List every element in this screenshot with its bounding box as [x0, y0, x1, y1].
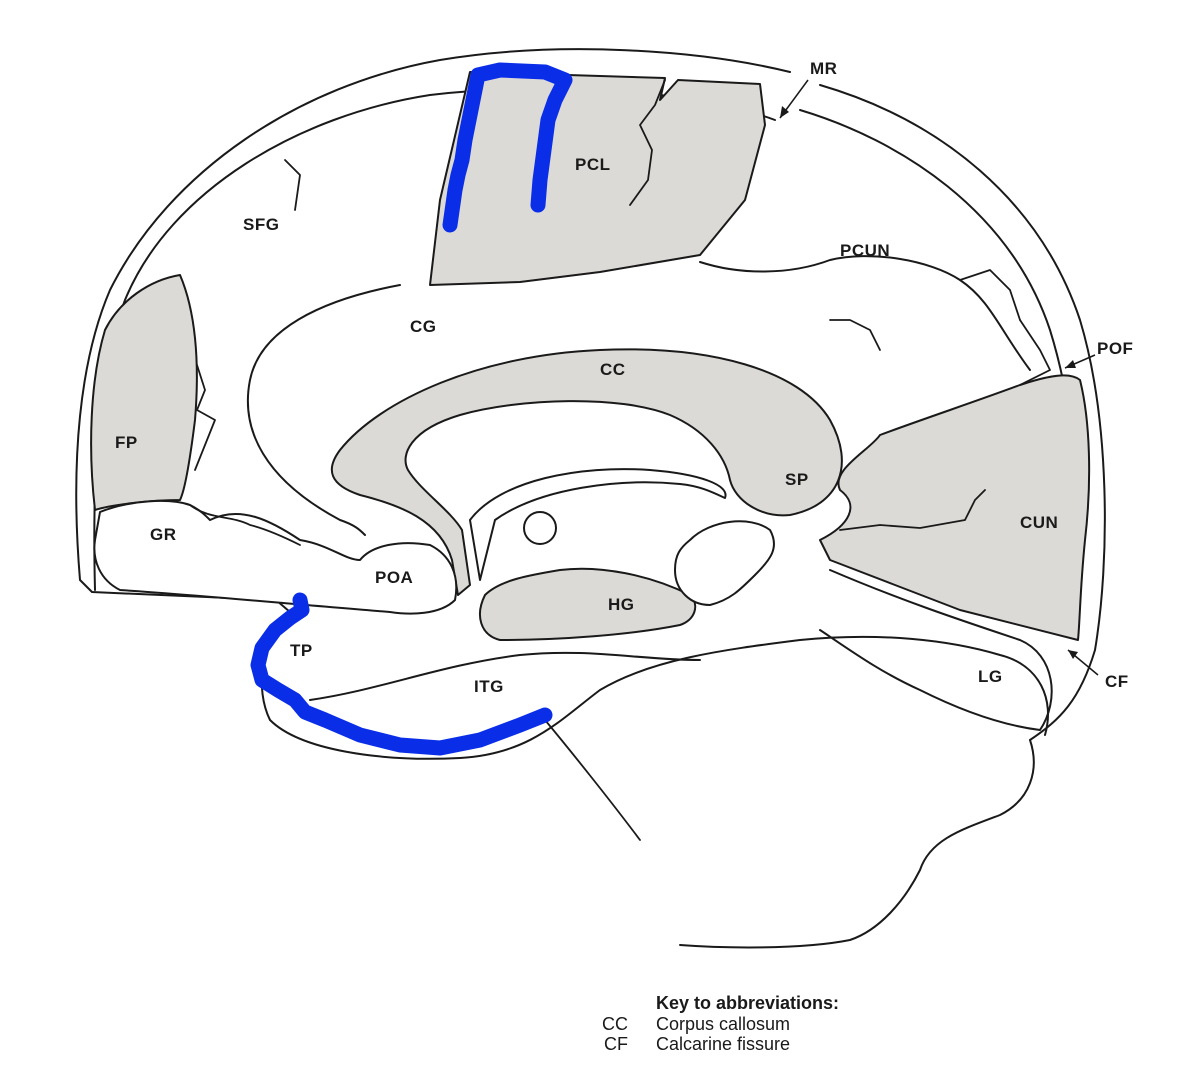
- abbreviation-key: Key to abbreviations: CC Corpus callosum…: [570, 992, 970, 1054]
- label-cun: CUN: [1020, 513, 1058, 532]
- label-cc: CC: [600, 360, 626, 379]
- gyrus-rectus-region: [94, 501, 456, 614]
- label-tp: TP: [290, 641, 313, 660]
- inferior-temporal-sulcus: [310, 653, 700, 700]
- label-mr: MR: [810, 59, 837, 78]
- label-pcun: PCUN: [840, 241, 890, 260]
- label-itg: ITG: [474, 677, 504, 696]
- key-abbr: CC: [570, 1014, 656, 1034]
- key-title: Key to abbreviations:: [656, 992, 970, 1014]
- mr-arrow: [780, 80, 808, 118]
- key-abbr: CF: [570, 1034, 656, 1054]
- sfg-sulcus: [285, 160, 300, 210]
- label-pcl: PCL: [575, 155, 611, 174]
- pcun-sulcus-2: [960, 270, 1020, 320]
- brainstem-line: [545, 720, 640, 840]
- label-sfg: SFG: [243, 215, 279, 234]
- hippocampal-gyrus-region: [480, 569, 695, 640]
- label-sp: SP: [785, 470, 809, 489]
- label-cf: CF: [1105, 672, 1129, 691]
- key-meaning: Corpus callosum: [656, 1014, 790, 1034]
- label-fp: FP: [115, 433, 138, 452]
- label-hg: HG: [608, 595, 635, 614]
- key-entry: CF Calcarine fissure: [570, 1034, 970, 1054]
- pcun-sulcus-1: [830, 320, 880, 350]
- interthalamic-adhesion: [524, 512, 556, 544]
- label-pof: POF: [1097, 339, 1133, 358]
- key-meaning: Calcarine fissure: [656, 1034, 790, 1054]
- label-cg: CG: [410, 317, 437, 336]
- frontal-sulcus: [195, 365, 215, 470]
- label-lg: LG: [978, 667, 1003, 686]
- paracentral-lobule-region: [430, 72, 765, 285]
- label-gr: GR: [150, 525, 177, 544]
- cerebellum-outline: [680, 740, 1034, 947]
- parieto-occipital-line: [1020, 320, 1050, 385]
- label-poa: POA: [375, 568, 413, 587]
- cuneus-region: [820, 375, 1089, 640]
- frontal-pole-region: [91, 275, 197, 510]
- thalamus-region: [675, 521, 774, 605]
- key-entry: CC Corpus callosum: [570, 1014, 970, 1034]
